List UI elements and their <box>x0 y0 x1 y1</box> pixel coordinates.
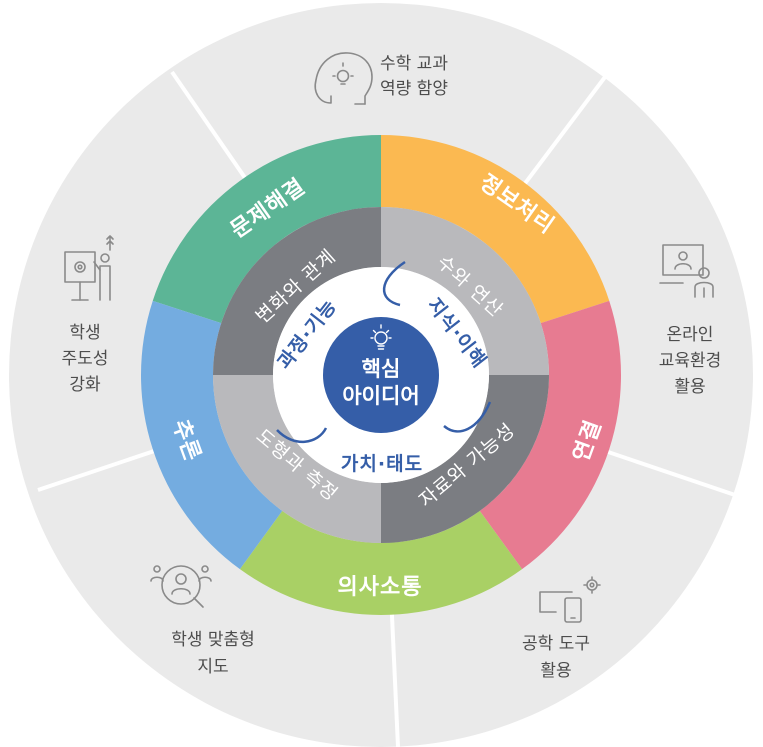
outer-label-right-line1: 온라인 <box>667 325 714 345</box>
competency-segment-communication <box>239 510 523 615</box>
area-segment-data-possibility <box>381 375 549 543</box>
competency-segment-info-processing <box>381 135 610 324</box>
outer-label-left-line1: 학생 <box>69 323 100 343</box>
content-area-ring <box>213 207 549 543</box>
outer-label-left-line3: 강화 <box>69 375 101 395</box>
engineering-tools-icon <box>539 576 601 623</box>
outer-label-top-line2: 역량 함양 <box>380 79 448 99</box>
outer-label-bottom-left-line1: 학생 맞춤형 <box>171 630 255 650</box>
inner-label-value-attitude: 가치·태도 <box>341 453 423 475</box>
competency-segment-problem-solving <box>152 135 381 324</box>
outer-label-right-line2: 교육환경 <box>659 351 722 371</box>
center-title-line2: 아이디어 <box>342 384 419 408</box>
outer-label-bottom-right-line2: 활용 <box>540 661 571 681</box>
area-segment-geometry-measure <box>213 375 381 543</box>
outer-label-left-line2: 주도성 <box>62 349 109 369</box>
outer-label-bottom-right-line1: 공학 도구 <box>522 634 590 654</box>
competency-label-communication: 의사소통 <box>338 575 423 600</box>
outer-label-right-line3: 활용 <box>674 377 705 397</box>
online-class-icon <box>659 244 714 298</box>
center-circle <box>323 317 439 433</box>
outer-label-top-line1: 수학 교과 <box>380 54 448 74</box>
center-title-line1: 핵심 <box>362 357 401 381</box>
competency-segment-reasoning <box>141 300 283 570</box>
student-focus-icon <box>150 565 212 608</box>
lightbulb-icon <box>370 324 392 350</box>
area-segment-change-relation <box>213 207 381 375</box>
area-segment-number-operation <box>381 207 549 375</box>
outer-label-bottom-left-line2: 지도 <box>197 657 228 677</box>
competency-ring <box>141 135 621 615</box>
presentation-icon <box>64 235 114 301</box>
head-lightbulb-icon <box>314 52 373 105</box>
competency-segment-connection <box>479 300 621 570</box>
inner-swirls <box>276 260 492 444</box>
